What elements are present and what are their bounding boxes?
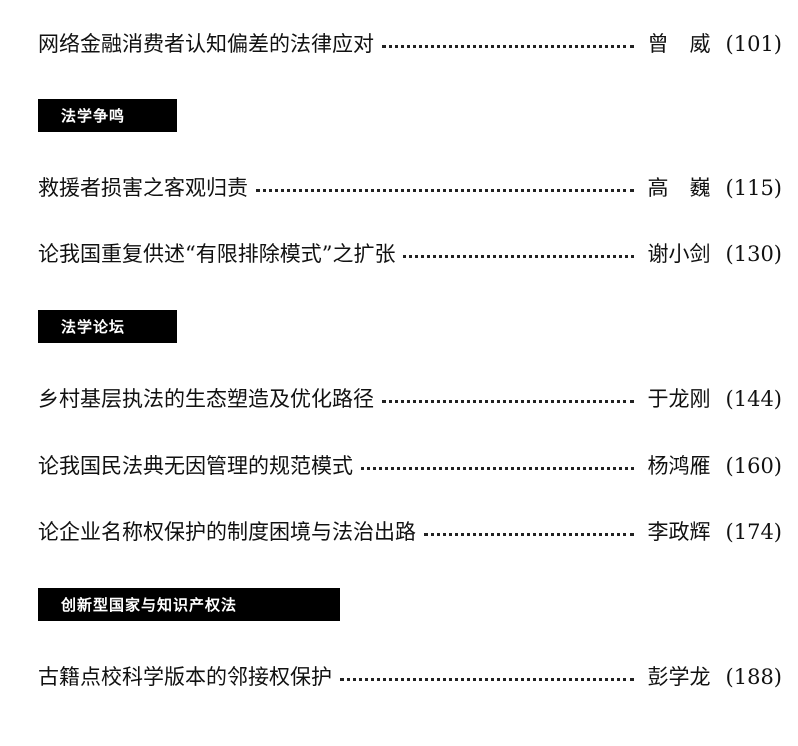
entry-title: 救援者损害之客观归责 (38, 176, 248, 200)
dot-leader (382, 399, 634, 403)
dot-leader (340, 677, 634, 681)
section-header: 法学论坛 (38, 310, 177, 343)
entry-page: (115) (725, 176, 782, 200)
toc-entry[interactable]: 古籍点校科学版本的邻接权保护 彭学龙 (188) (38, 662, 782, 692)
dot-leader (403, 254, 634, 258)
dot-leader (256, 188, 634, 192)
dot-leader (361, 466, 634, 470)
entry-author: 谢小剑 (647, 242, 711, 266)
section-header: 创新型国家与知识产权法 (38, 588, 340, 621)
entry-title: 古籍点校科学版本的邻接权保护 (38, 665, 332, 689)
entry-title: 乡村基层执法的生态塑造及优化路径 (38, 387, 374, 411)
dot-leader (382, 44, 634, 48)
toc-entry[interactable]: 论企业名称权保护的制度困境与法治出路 李政辉 (174) (38, 517, 782, 547)
entry-page: (160) (725, 454, 782, 478)
entry-page: (130) (725, 242, 782, 266)
entry-author: 杨鸿雁 (647, 454, 711, 478)
toc-entry[interactable]: 救援者损害之客观归责 高 巍 (115) (38, 173, 782, 203)
entry-page: (174) (725, 520, 782, 544)
entry-author: 李政辉 (647, 520, 711, 544)
entry-author: 曾 威 (647, 32, 711, 56)
entry-page: (144) (725, 387, 782, 411)
dot-leader (424, 532, 634, 536)
toc-entry[interactable]: 论我国重复供述“有限排除模式”之扩张 谢小剑 (130) (38, 239, 782, 269)
toc-entry[interactable]: 乡村基层执法的生态塑造及优化路径 于龙刚 (144) (38, 384, 782, 414)
entry-title: 网络金融消费者认知偏差的法律应对 (38, 32, 374, 56)
entry-page: (101) (725, 32, 782, 56)
entry-title: 论我国民法典无因管理的规范模式 (38, 454, 353, 478)
entry-author: 彭学龙 (647, 665, 711, 689)
entry-author: 于龙刚 (647, 387, 711, 411)
section-header: 法学争鸣 (38, 99, 177, 132)
entry-author: 高 巍 (647, 176, 711, 200)
toc-entry[interactable]: 网络金融消费者认知偏差的法律应对 曾 威 (101) (38, 29, 782, 59)
toc-entry[interactable]: 论我国民法典无因管理的规范模式 杨鸿雁 (160) (38, 451, 782, 481)
entry-page: (188) (725, 665, 782, 689)
entry-title: 论企业名称权保护的制度困境与法治出路 (38, 520, 416, 544)
entry-title: 论我国重复供述“有限排除模式”之扩张 (38, 242, 396, 266)
